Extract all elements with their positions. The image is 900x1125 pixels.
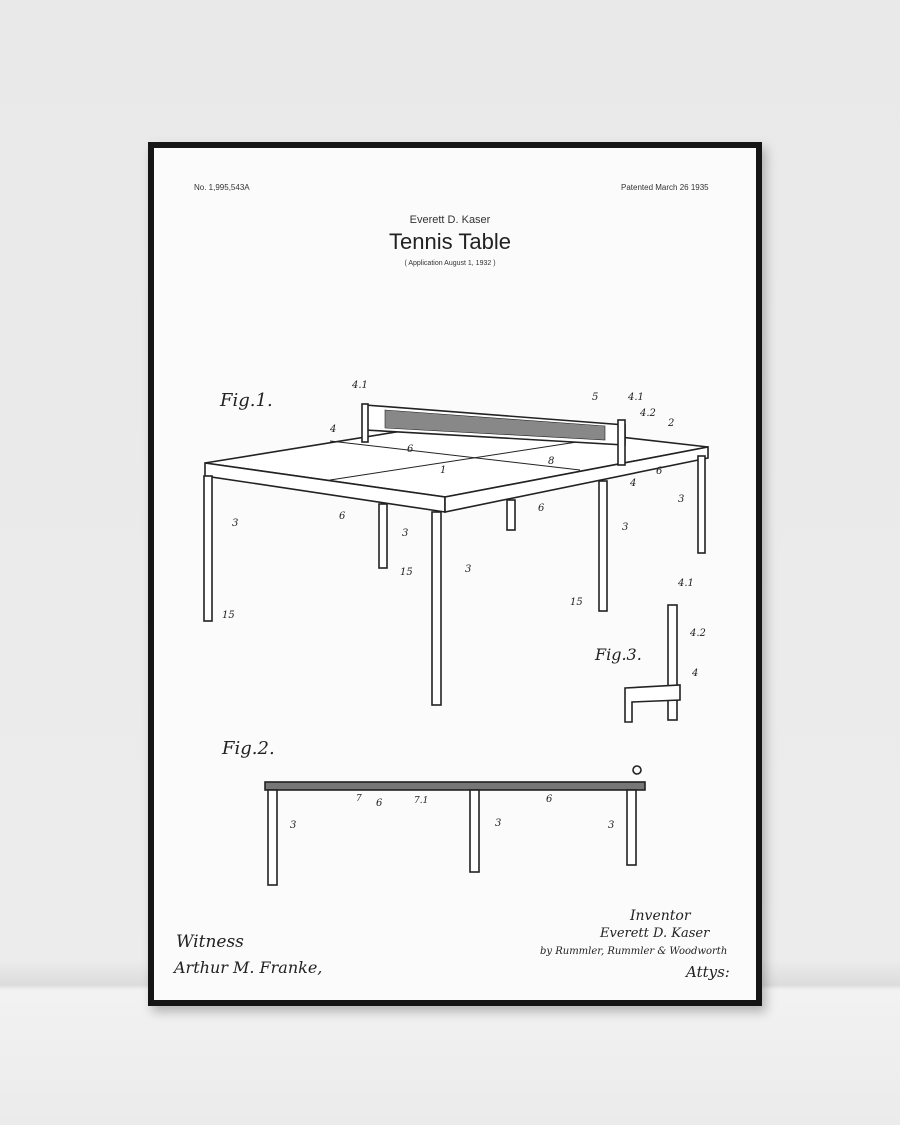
poster-title: Tennis Table (389, 229, 511, 254)
part-label: 6 (376, 798, 383, 809)
fig3-bracket-drawing (624, 604, 681, 723)
witness-label: Witness (176, 932, 244, 952)
part-label: 7.1 (414, 796, 429, 806)
part-label: 3 (290, 820, 297, 831)
part-label: 3 (608, 820, 615, 831)
part-label: 6 (546, 794, 553, 805)
part-label: 8 (548, 456, 555, 467)
part-label: 4.1 (352, 380, 368, 391)
inventor-label: Inventor (630, 908, 691, 924)
part-label: 4 (692, 668, 699, 679)
part-label: 15 (570, 597, 583, 608)
part-label: 6 (407, 444, 414, 455)
part-label: 6 (656, 466, 663, 477)
fig1-label: Fig.1. (220, 390, 273, 411)
part-label: 4 (630, 478, 637, 489)
fig2-label: Fig.2. (222, 738, 275, 759)
part-label: 4.1 (678, 578, 694, 589)
fig3-label: Fig.3. (595, 645, 642, 664)
part-label: 4 (330, 424, 337, 435)
patented-date: Patented March 26 1935 (621, 183, 709, 192)
patent-number: No. 1,995,543A (194, 183, 250, 192)
part-label: 3 (232, 518, 239, 529)
part-label: 3 (495, 818, 502, 829)
part-label: 3 (622, 522, 629, 533)
part-label: 6 (538, 503, 545, 514)
witness-signature: Arthur M. Franke, (174, 958, 323, 977)
part-label: 15 (400, 567, 413, 578)
fig1-table-drawing (203, 403, 709, 706)
part-label: 7 (356, 794, 362, 804)
part-label: 3 (402, 528, 409, 539)
part-label: 4.1 (628, 392, 644, 403)
part-label: 15 (222, 610, 235, 621)
fig2-side-view-drawing (264, 765, 646, 886)
part-label: 4.2 (690, 628, 706, 639)
attorneys-signature: by Rummler, Rummler & Woodworth (540, 946, 728, 957)
part-label: 3 (465, 564, 472, 575)
inventor-name: Everett D. Kaser (409, 214, 491, 226)
part-label: 1 (440, 465, 447, 476)
inventor-signature: Everett D. Kaser (600, 926, 710, 941)
part-label: 6 (339, 511, 346, 522)
part-label: 4.2 (640, 408, 656, 419)
attorneys-label: Attys: (686, 963, 730, 981)
application-date: ( Application August 1, 1932 ) (404, 260, 496, 267)
part-label: 5 (592, 392, 599, 403)
part-label: 3 (678, 494, 685, 505)
part-label: 2 (668, 418, 675, 429)
poster-frame (148, 142, 762, 1006)
